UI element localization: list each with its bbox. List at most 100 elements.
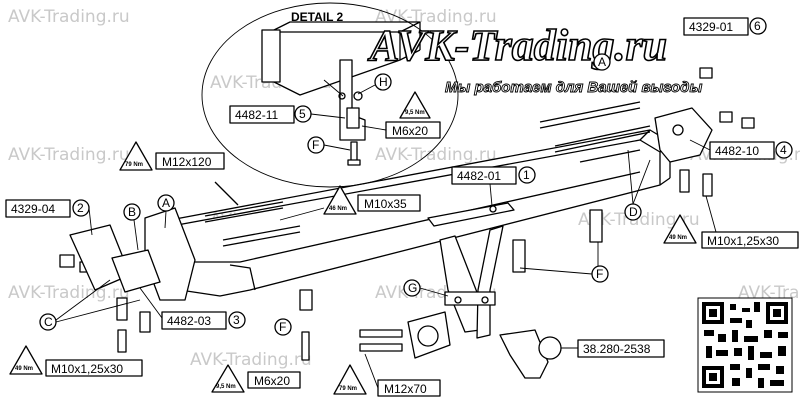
bolt-m10x125-right: M10x1,25x30 [707,234,779,248]
bolt-m6x20-bottom: M6x20 [254,374,290,388]
item-number-circle [518,166,536,184]
leader [361,125,387,131]
bolt-m10x35: M10x35 [364,197,407,211]
center-plate-hole [489,205,497,213]
watermark: AVK-Trading.ru [8,7,130,27]
bolt [702,173,713,197]
leader [88,207,93,236]
part-label-box [229,105,295,124]
part-label-box [451,166,517,185]
nut [699,67,713,79]
long-bolt [554,131,651,153]
leader [364,353,379,389]
letter-a-right: A [598,55,606,69]
torque-sign [323,185,357,215]
detail-title: DETAIL 2 [291,10,344,24]
item-number-5: 5 [299,107,306,121]
letter-f-right: F [596,267,603,281]
bracket-f [512,239,526,273]
bolt [139,311,151,333]
long-bolt [222,231,301,247]
letter-h: H [379,75,388,89]
socket-plate [407,311,451,359]
detail-ellipse [201,2,459,188]
watermark: AVK-Trading.ru [8,283,130,303]
part-number-4482-01: 4482-01 [457,169,501,183]
torque-sign [399,91,431,119]
long-bolt [539,107,641,129]
callout-f-bottom [274,318,292,336]
detail-2-callout: DETAIL 2 H F 9,5 Nm 4482-11 5 M6x20 [201,2,459,188]
leader [310,113,346,119]
item-number-2: 2 [77,201,84,215]
torque-value: 9,5 Nm [216,384,236,390]
callout-a-right [593,53,611,71]
item-number-circle [228,311,246,329]
part-number-4329-04: 4329-04 [11,202,55,216]
leader [55,299,141,323]
nut [59,254,75,268]
torque-value: 9,5 Nm [405,110,425,116]
leader [519,267,593,275]
nut [719,111,733,123]
torque-value: 46 Nm [329,206,347,212]
leader [279,207,325,221]
letter-a-left: A [162,196,170,210]
bolt [116,297,128,321]
letter-f-bottom: F [279,320,286,334]
part-number-38-280-2538: 38.280-2538 [583,342,651,356]
crossbar-groove [185,171,641,263]
bolt-m6x20-detail: M6x20 [392,124,428,138]
bolt-leader [214,181,239,206]
leader [627,149,634,205]
torque-sign [663,214,697,244]
leader [419,287,449,297]
detail-bolt-head [347,159,361,166]
watermark: AVK-Trading.ru [578,210,700,230]
leader [689,139,711,151]
watermark: AVK-Trading.ru [190,350,312,370]
part-label-box [577,339,665,358]
bolt-label-box [357,194,421,212]
torque-sign [211,364,245,393]
bolt-m12 [359,329,403,338]
bolt-m10x125-left: M10x1,25x30 [51,362,123,376]
item-number-3: 3 [233,313,240,327]
bolts-right [359,67,755,352]
item-number-6: 6 [754,19,761,33]
letter-b: B [128,205,136,219]
detail-beam-top [269,21,421,33]
long-bolt [204,201,284,217]
crossbar-edge [659,177,671,186]
letter-g: G [408,281,417,295]
item-number-1: 1 [523,168,530,182]
bolt-m12 [359,343,403,352]
part-label-box [5,199,71,218]
right-bracket-hole [672,124,684,136]
watermark: AVK-Trading.ru [8,145,130,165]
torque-sign [333,364,367,395]
right-bracket [654,107,713,163]
item-number-4: 4 [780,143,787,157]
long-bolt [579,149,641,163]
torque-value: 49 Nm [15,366,33,372]
side-plate-c [111,249,161,293]
neck-plate-hole [481,296,489,304]
torque-value: 79 Nm [339,386,357,392]
leader [55,279,111,321]
callout-h [374,73,392,91]
part-number-4482-11: 4482-11 [235,108,278,122]
crossbar-groove [229,264,256,291]
bolts-left [59,181,301,333]
tow-neck [407,225,578,379]
leader [133,219,139,251]
part-number-4482-03: 4482-03 [167,314,211,328]
item-number-circle [775,141,793,159]
bolt [117,329,127,353]
item-number-circle [749,17,767,35]
detail-bracket-plate [346,107,360,129]
bolt-label-box [247,371,301,389]
left-end-plate [144,207,196,301]
